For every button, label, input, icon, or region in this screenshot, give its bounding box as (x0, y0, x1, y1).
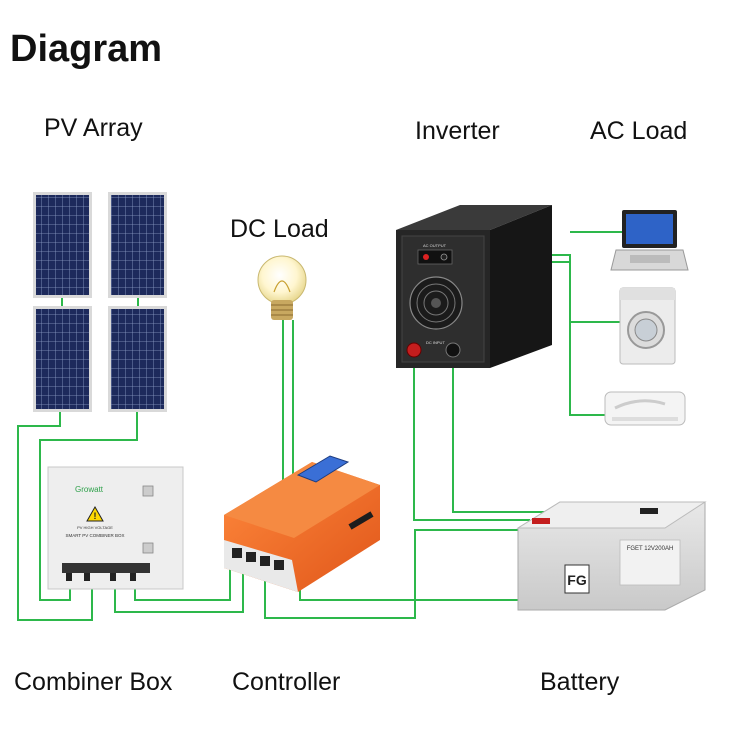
wire-controller-battery-1 (264, 529, 535, 619)
diagram-title: Diagram (10, 28, 163, 70)
solar-panel-1 (33, 192, 92, 298)
combiner-warning-text: PV HIGH VOLTAGE (77, 525, 113, 530)
svg-text:!: ! (94, 511, 97, 521)
solar-panel-2 (108, 192, 167, 298)
wire-pv-series (61, 298, 139, 306)
label-ac-load: AC Load (590, 117, 688, 145)
laptop-icon (610, 210, 689, 271)
label-pv-array: PV Array (44, 114, 143, 142)
inverter-unit (396, 205, 552, 368)
wire-combiner-controller-1 (114, 548, 244, 613)
combiner-name-text: SMART PV COMBINER BOX (65, 533, 124, 538)
label-inverter: Inverter (415, 117, 500, 145)
fan-icon (409, 276, 463, 330)
wire-inverter-battery-2 (452, 358, 691, 525)
wire-inverter-battery-1 (413, 358, 530, 521)
washing-machine-icon (619, 287, 676, 365)
battery-brand-logo: FG (567, 572, 587, 588)
label-dc-load: DC Load (230, 215, 329, 243)
solar-panel-4 (108, 306, 167, 412)
inverter-dc-input-label: DC INPUT (426, 340, 445, 345)
label-combiner-box: Combiner Box (14, 668, 173, 696)
combiner-box: ! (47, 466, 184, 590)
solar-panel-3 (33, 306, 92, 412)
combiner-brand-text: Growatt (75, 485, 104, 494)
battery-unit (516, 501, 707, 611)
pv-array (33, 192, 167, 412)
wire-pv-left (17, 410, 93, 621)
wire-pv-right (39, 410, 138, 601)
label-controller: Controller (232, 668, 341, 696)
air-conditioner-icon (604, 391, 686, 426)
charge-controller (224, 455, 380, 592)
battery-model-text: FGET 12V200AH (627, 546, 674, 552)
label-battery: Battery (540, 668, 620, 696)
light-bulb-icon (257, 255, 307, 320)
inverter-ac-output-label: AC OUTPUT (423, 243, 447, 248)
